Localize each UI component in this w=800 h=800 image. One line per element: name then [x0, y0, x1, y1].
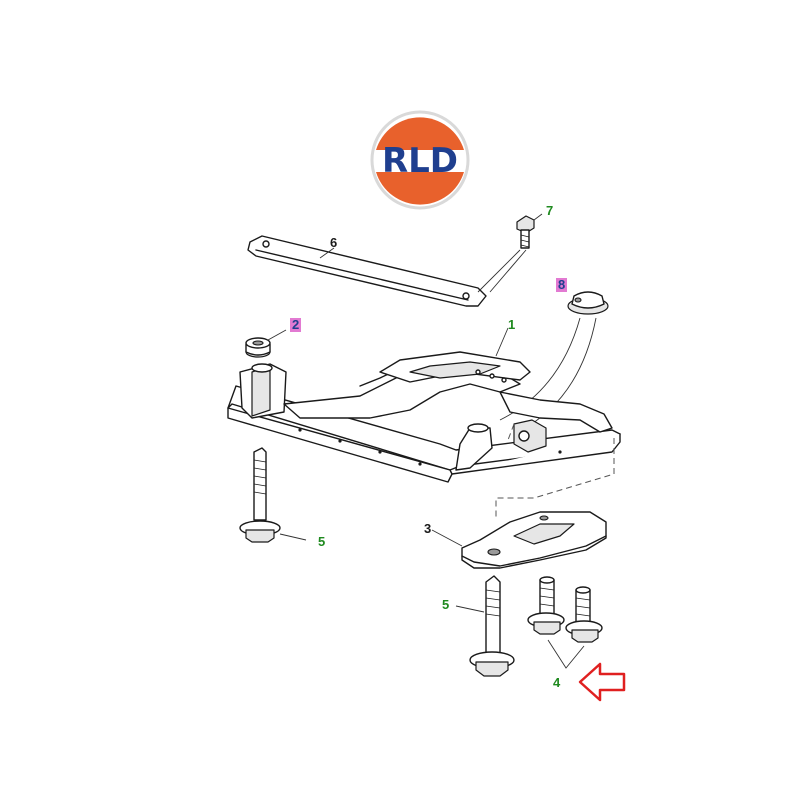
part-6-brace-bar: [247, 235, 487, 307]
callout-4: 4: [553, 675, 561, 690]
logo-text: RLD: [382, 141, 458, 181]
callout-5-bottom: 5: [442, 597, 450, 612]
rld-logo: RLD: [370, 110, 470, 210]
part-5-bolt-left: [239, 447, 281, 543]
part-4-bolt-a: [527, 576, 565, 635]
callout-5-left: 5: [318, 534, 326, 549]
callout-2: 2: [290, 317, 302, 332]
callout-7: 7: [546, 203, 554, 218]
arrow-left-outline-icon: [578, 662, 626, 702]
part-7-bolt: [516, 215, 535, 249]
part-4-bolt-b: [565, 586, 603, 643]
part-5-bolt-bottom: [469, 575, 515, 677]
callout-8: 8: [556, 277, 568, 292]
part-2-bush: [245, 337, 271, 358]
callout-1: 1: [508, 317, 516, 332]
callout-3: 3: [424, 521, 432, 536]
part-1-subframe: [227, 351, 621, 483]
part-3-plate: [461, 511, 607, 569]
callout-6: 6: [330, 235, 338, 250]
part-8-mount: [567, 291, 609, 315]
